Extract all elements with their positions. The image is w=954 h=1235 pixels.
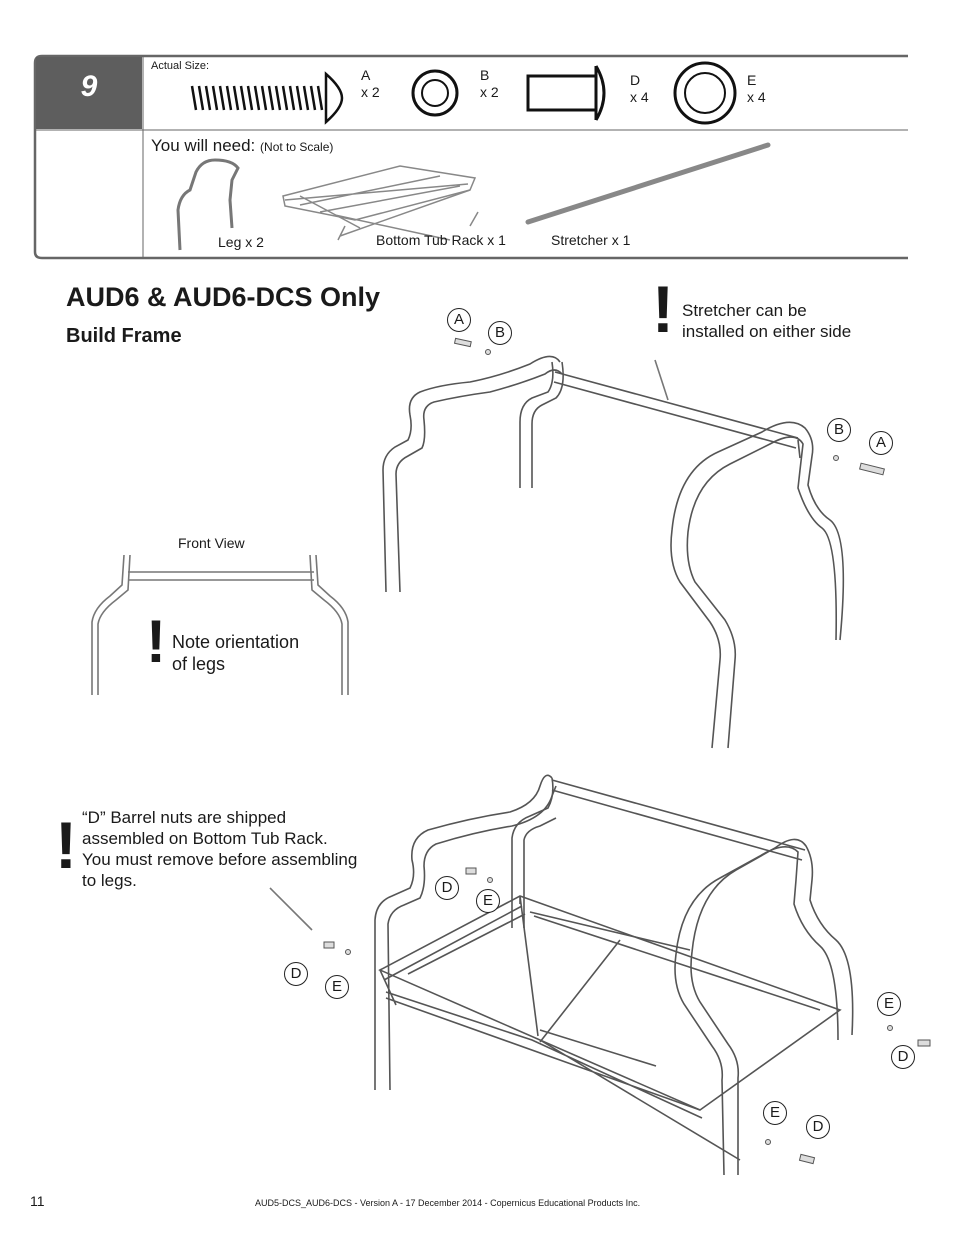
part-b-label: B x 2 bbox=[480, 67, 499, 101]
orientation-note-line-2: of legs bbox=[172, 654, 226, 674]
component-stretcher-icon bbox=[525, 142, 771, 225]
callout-e-mid: E bbox=[476, 889, 500, 913]
component-leg-name: Leg bbox=[218, 234, 242, 250]
frame-bottom-illustration bbox=[269, 774, 854, 1176]
hardware-bits bbox=[323, 337, 931, 1165]
component-leg-label: Leg x 2 bbox=[218, 234, 264, 250]
component-leg-icon bbox=[176, 158, 240, 251]
step-number: 9 bbox=[80, 70, 98, 103]
barrel-warning-icon: ! bbox=[55, 808, 77, 882]
part-a-qty: x 2 bbox=[361, 84, 380, 100]
part-d-barrel-nut-icon bbox=[526, 65, 606, 121]
component-stretcher-qty: x 1 bbox=[611, 232, 631, 248]
you-will-need-text: You will need: bbox=[151, 136, 256, 155]
step-header-frame bbox=[33, 54, 908, 260]
part-a-label: A x 2 bbox=[361, 67, 380, 101]
callout-e-left: E bbox=[325, 975, 349, 999]
part-a-screw-icon bbox=[190, 71, 344, 125]
callout-d-bottom: D bbox=[806, 1115, 830, 1139]
front-view-label: Front View bbox=[178, 535, 245, 551]
part-e-letter: E bbox=[747, 72, 757, 88]
orientation-note: Note orientation of legs bbox=[172, 631, 299, 675]
orientation-warning-icon: ! bbox=[146, 608, 166, 675]
callout-e-bottom: E bbox=[763, 1101, 787, 1125]
callout-b-top-left: B bbox=[488, 321, 512, 345]
component-tub-rack-qty: x 1 bbox=[487, 232, 506, 248]
page-number: 11 bbox=[30, 1193, 45, 1209]
part-e-qty: x 4 bbox=[747, 89, 766, 105]
section-subtitle: Build Frame bbox=[66, 325, 182, 347]
you-will-need-label: You will need: (Not to Scale) bbox=[151, 136, 333, 156]
component-tub-rack-name: Bottom Tub Rack bbox=[376, 232, 484, 248]
barrel-note: “D” Barrel nuts are shipped assembled on… bbox=[82, 807, 357, 891]
stretcher-note-line-2: installed on either side bbox=[682, 322, 852, 341]
stretcher-note-line-1: Stretcher can be bbox=[682, 301, 807, 320]
part-b-letter: B bbox=[480, 67, 490, 83]
part-a-letter: A bbox=[361, 67, 371, 83]
part-d-label: D x 4 bbox=[630, 72, 649, 106]
part-d-qty: x 4 bbox=[630, 89, 649, 105]
callout-d-left: D bbox=[284, 962, 308, 986]
callout-b-top-right: B bbox=[827, 418, 851, 442]
callout-d-right: D bbox=[891, 1045, 915, 1069]
barrel-note-line-3: You must remove before assembling bbox=[82, 850, 358, 869]
component-leg-qty: x 2 bbox=[245, 234, 264, 250]
part-b-qty: x 2 bbox=[480, 84, 499, 100]
stretcher-note: Stretcher can be installed on either sid… bbox=[682, 300, 851, 342]
part-b-washer-icon bbox=[411, 69, 459, 117]
part-e-label: E x 4 bbox=[747, 72, 766, 106]
callout-d-mid: D bbox=[435, 876, 459, 900]
section-title: AUD6 & AUD6-DCS Only bbox=[66, 282, 381, 312]
part-d-letter: D bbox=[630, 72, 641, 88]
callout-a-top-right: A bbox=[869, 431, 893, 455]
orientation-note-line-1: Note orientation bbox=[172, 632, 300, 652]
component-stretcher-name: Stretcher bbox=[551, 232, 608, 248]
component-stretcher-label: Stretcher x 1 bbox=[551, 232, 630, 248]
component-tub-rack-label: Bottom Tub Rack x 1 bbox=[376, 232, 506, 248]
front-view-illustration bbox=[91, 554, 349, 695]
part-e-washer-icon bbox=[673, 61, 737, 125]
callout-e-right: E bbox=[877, 992, 901, 1016]
barrel-note-line-4: to legs. bbox=[82, 871, 137, 890]
callout-a-top-left: A bbox=[447, 308, 471, 332]
footer-doc-info: AUD5-DCS_AUD6-DCS - Version A - 17 Decem… bbox=[255, 1198, 641, 1208]
not-to-scale-text: (Not to Scale) bbox=[260, 140, 334, 154]
barrel-note-line-2: assembled on Bottom Tub Rack. bbox=[82, 829, 328, 848]
stretcher-warning-icon: ! bbox=[652, 272, 674, 346]
step-number-cell bbox=[36, 57, 142, 129]
barrel-note-line-1: “D” Barrel nuts are shipped bbox=[82, 808, 287, 827]
frame-top-illustration bbox=[382, 355, 845, 749]
actual-size-label: Actual Size: bbox=[151, 60, 210, 72]
component-tub-rack-icon bbox=[282, 165, 479, 241]
